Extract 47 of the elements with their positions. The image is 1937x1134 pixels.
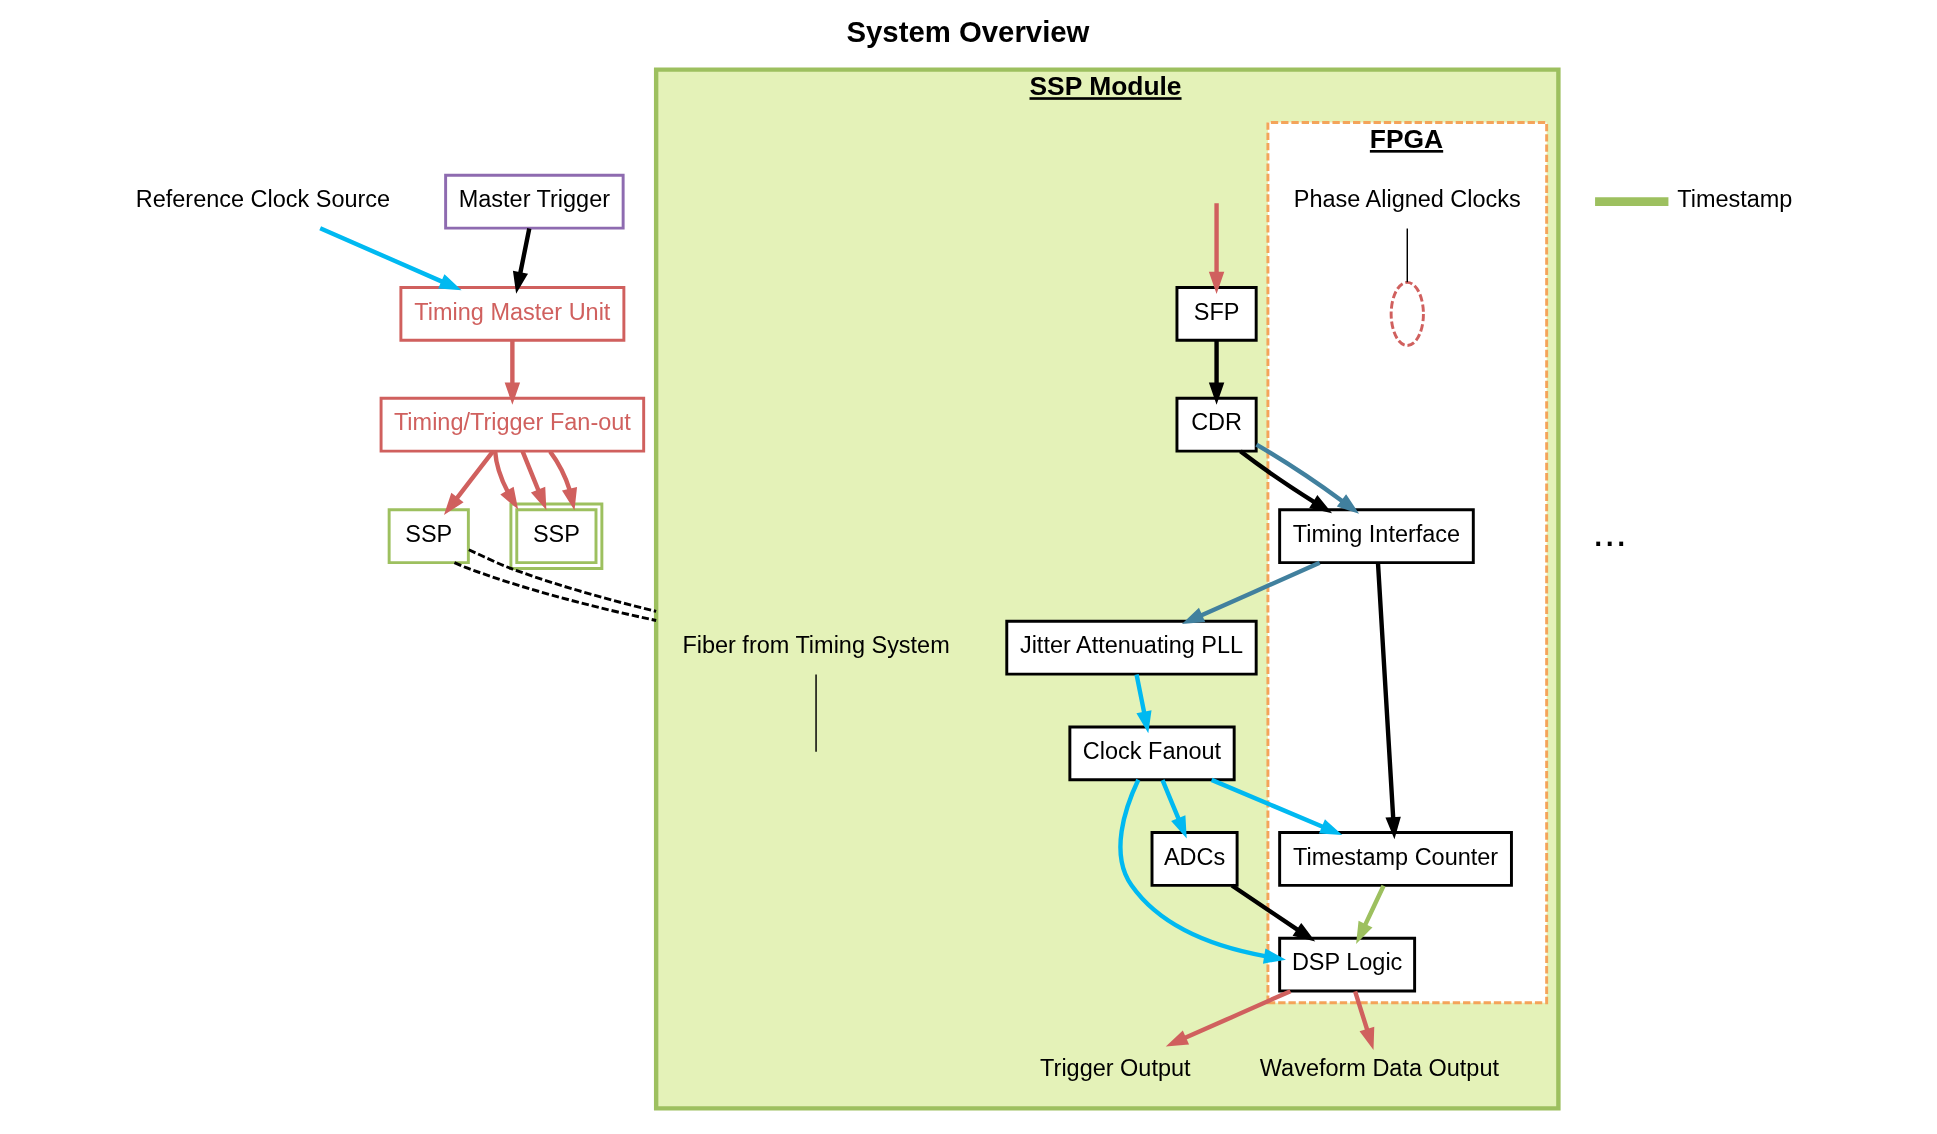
arrow xyxy=(1208,203,1224,294)
arrow xyxy=(318,226,461,291)
arrow xyxy=(1355,884,1386,945)
arrow xyxy=(520,450,546,511)
node-text: Trigger Output xyxy=(1039,1054,1191,1081)
node-box: ADCs xyxy=(1150,831,1239,887)
node-box: Jitter Attenuating PLL xyxy=(1004,619,1258,676)
arrow xyxy=(1210,777,1342,836)
label: ... xyxy=(1592,509,1627,556)
connector xyxy=(467,548,656,613)
node-box: SFP xyxy=(1175,286,1258,342)
node-box: Timing Interface xyxy=(1277,508,1475,565)
arrow xyxy=(1238,449,1332,514)
node-ellipse xyxy=(1389,280,1425,347)
arrow xyxy=(1352,990,1374,1050)
arrow xyxy=(443,450,495,515)
arrow xyxy=(1230,883,1315,942)
node-text: Waveform Data Output xyxy=(1259,1054,1499,1081)
arrow xyxy=(1375,562,1401,840)
node-box: Timing Master Unit xyxy=(398,286,625,342)
diagram-title: System Overview xyxy=(846,14,1089,48)
node-text: Fiber from Timing System xyxy=(681,632,950,659)
arrow xyxy=(512,228,531,294)
connector xyxy=(453,561,656,622)
arrow xyxy=(504,340,520,405)
arrow xyxy=(1165,989,1291,1047)
node-box: Timing/Trigger Fan-out xyxy=(379,396,645,453)
arrow xyxy=(1117,778,1286,964)
arrow xyxy=(1208,340,1224,405)
node-box: SSP xyxy=(387,508,470,565)
node-box: Master Trigger xyxy=(443,173,625,230)
connector xyxy=(1406,227,1408,283)
legend-label: Timestamp xyxy=(1676,186,1792,213)
node-text: Phase Aligned Clocks xyxy=(1293,186,1521,213)
arrow xyxy=(1181,560,1321,624)
connector xyxy=(814,673,817,753)
arrow xyxy=(1160,779,1187,839)
node-box: Timestamp Counter xyxy=(1277,831,1513,887)
arrow xyxy=(547,450,577,511)
node-box: DSP Logic xyxy=(1277,936,1416,993)
node-box: SSP xyxy=(508,502,603,570)
node-text: Reference Clock Source xyxy=(135,186,390,213)
arrow xyxy=(1133,674,1152,734)
node-box: Clock Fanout xyxy=(1067,725,1236,782)
arrow xyxy=(492,451,518,510)
arrow xyxy=(1254,442,1359,514)
node-box: CDR xyxy=(1175,396,1258,453)
